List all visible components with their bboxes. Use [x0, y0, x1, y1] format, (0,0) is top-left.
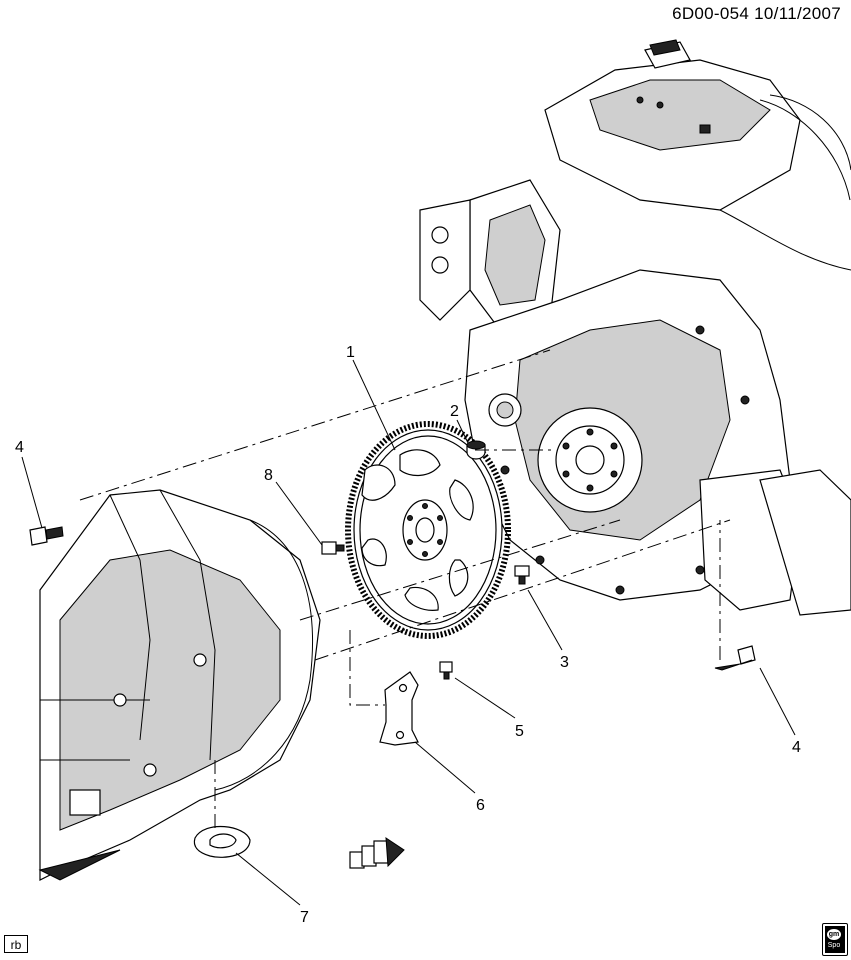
- diagram-id: 6D00-054 10/11/2007: [672, 4, 841, 23]
- badge-bottom-text: Spo: [827, 942, 841, 949]
- transmission-assembly: [38, 489, 321, 881]
- bolt-4-left: [29, 526, 64, 546]
- callout-5: 5: [515, 723, 524, 740]
- view-arrow-icon: [349, 837, 405, 869]
- callout-4-right: 4: [792, 739, 801, 756]
- callout-1: 1: [346, 344, 355, 361]
- badge-top-text: gm: [827, 929, 841, 940]
- bracket: [379, 671, 419, 746]
- spacer: [466, 440, 486, 460]
- callout-8: 8: [264, 467, 273, 484]
- bolt-4-right: [714, 645, 756, 671]
- callout-6: 6: [476, 797, 485, 814]
- callout-7: 7: [300, 909, 309, 926]
- cover-plate: [193, 825, 251, 858]
- engine-assembly: [419, 39, 851, 616]
- gm-spo-badge-icon: gm Spo: [822, 923, 848, 956]
- bolt-8: [321, 541, 345, 555]
- callout-4-left: 4: [15, 439, 24, 456]
- callout-3: 3: [560, 654, 569, 671]
- bolt-3: [514, 565, 530, 585]
- leader-lines: [21, 359, 796, 906]
- callout-2: 2: [450, 403, 459, 420]
- footer-stamp: rb: [4, 935, 28, 953]
- alignment-line: [314, 519, 731, 661]
- alignment-line: [349, 630, 385, 706]
- alignment-line: [299, 519, 621, 621]
- bolt-5: [439, 661, 453, 680]
- alignment-line: [79, 349, 551, 501]
